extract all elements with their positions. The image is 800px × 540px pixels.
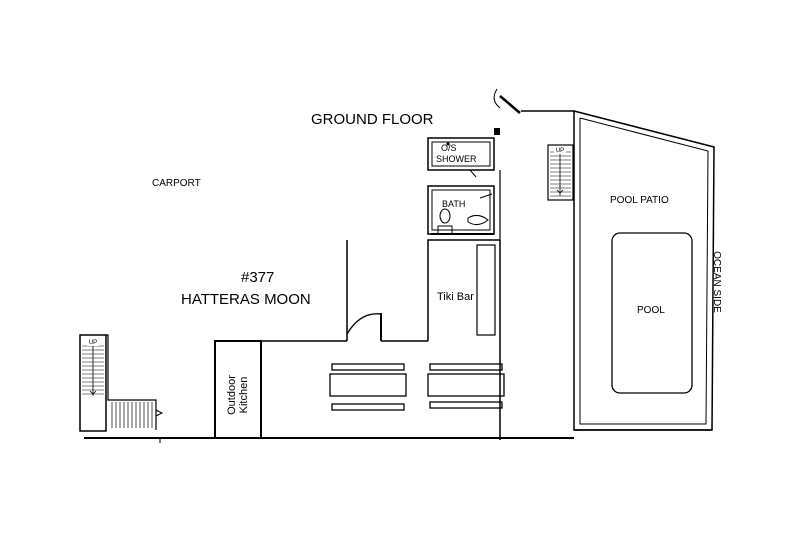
outdoor-kitchen-label-line1: Outdoor: [226, 375, 238, 415]
os-shower-label-line2: SHOWER: [436, 154, 477, 164]
outdoor-kitchen-label: Outdoor Kitchen: [226, 351, 250, 439]
bath: [427, 185, 495, 235]
tables-and-benches: [329, 363, 505, 411]
pool-patio: [573, 110, 715, 431]
top-door: [493, 88, 574, 114]
door-swing: [346, 313, 428, 342]
os-shower-label-line1: O/S: [441, 143, 457, 153]
tiki-bar: [427, 239, 501, 434]
right-stairs-arrow: [556, 189, 564, 194]
pool-patio-label: POOL PATIO: [610, 195, 669, 206]
left-stairs-arrow: [89, 390, 97, 395]
outdoor-kitchen-outline: [214, 340, 262, 439]
tiki-bar-label: Tiki Bar: [437, 291, 474, 303]
pool-outline: [611, 232, 693, 394]
left-stairs-up-label: UP: [89, 340, 97, 346]
property-number: #377: [241, 269, 275, 286]
right-stairs-up-label: UP: [556, 148, 564, 154]
outdoor-kitchen-label-line2: Kitchen: [238, 376, 250, 414]
ocean-side-label: OCEAN SIDE: [711, 251, 722, 313]
property-name: HATTERAS MOON: [181, 291, 311, 308]
bath-label: BATH: [442, 199, 466, 209]
pool-label: POOL: [637, 305, 665, 316]
left-stairs: [79, 334, 164, 432]
floor-title: GROUND FLOOR: [311, 111, 434, 128]
right-stairs: [547, 144, 574, 201]
outdoor-shower: [427, 128, 500, 178]
carport-label: CARPORT: [152, 178, 201, 189]
